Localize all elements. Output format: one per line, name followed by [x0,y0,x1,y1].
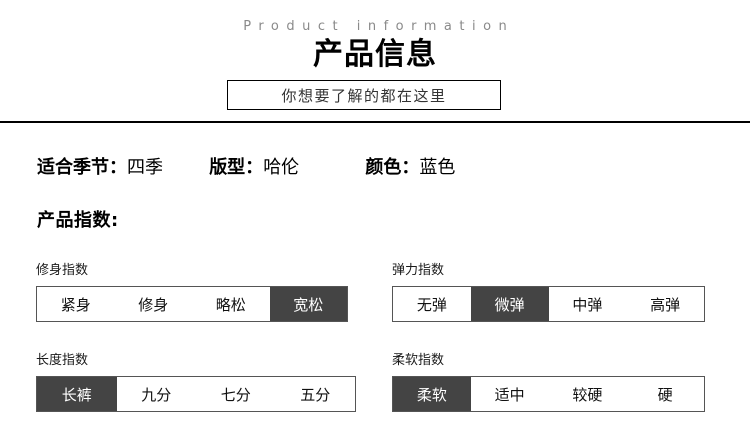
index-cell-elastic-1[interactable]: 微弹 [470,287,549,321]
spec-fitstyle: 版型：哈伦 [209,155,299,181]
index-cell-elastic-3[interactable]: 高弹 [626,287,704,321]
index-cell-elastic-2[interactable]: 中弹 [548,287,627,321]
spec-row: 适合季节：四季 版型：哈伦 颜色：蓝色 [37,155,717,181]
spec-color-value: 蓝色 [419,157,456,178]
index-cell-elastic-0[interactable]: 无弹 [393,287,471,321]
index-group-elastic: 弹力指数 无弹 微弹 中弹 高弹 [392,262,705,322]
spec-season: 适合季节：四季 [37,155,163,181]
spec-fitstyle-value: 哈伦 [263,157,300,178]
index-table-softness: 柔软 适中 较硬 硬 [392,376,705,412]
page-title: 产品信息 [313,37,437,72]
spec-season-label: 适合季节： [37,157,127,178]
index-cell-softness-2[interactable]: 较硬 [548,377,627,411]
index-cell-fit-0[interactable]: 紧身 [37,287,115,321]
spec-season-value: 四季 [127,157,163,178]
header-divider [0,121,750,123]
index-cell-fit-1[interactable]: 修身 [114,287,192,321]
page-header: Product information 产品信息 你想要了解的都在这里 [0,0,750,123]
index-cell-fit-3[interactable]: 宽松 [269,287,347,321]
index-label-softness: 柔软指数 [392,353,445,368]
spec-fitstyle-label: 版型： [209,157,264,178]
index-cell-length-2[interactable]: 七分 [196,377,276,411]
index-group-softness: 柔软指数 柔软 适中 较硬 硬 [392,352,705,412]
section-heading-product-index: 产品指数: [37,210,119,231]
index-cell-softness-0[interactable]: 柔软 [393,377,471,411]
spec-color: 颜色：蓝色 [365,155,455,181]
spec-color-label: 颜色： [365,157,420,178]
index-table-length: 长裤 九分 七分 五分 [36,376,356,412]
subtitle-text: 你想要了解的都在这里 [281,86,447,105]
subtitle-box: 你想要了解的都在这里 [227,80,501,110]
index-group-fit: 修身指数 紧身 修身 略松 宽松 [36,262,348,322]
index-label-elastic: 弹力指数 [392,263,445,278]
index-cell-length-0[interactable]: 长裤 [37,377,117,411]
index-cell-length-1[interactable]: 九分 [116,377,196,411]
index-group-length: 长度指数 长裤 九分 七分 五分 [36,352,356,412]
index-cell-softness-3[interactable]: 硬 [626,377,704,411]
index-table-fit: 紧身 修身 略松 宽松 [36,286,348,322]
index-cell-softness-1[interactable]: 适中 [470,377,549,411]
header-eyebrow: Product information [243,19,515,34]
index-table-elastic: 无弹 微弹 中弹 高弹 [392,286,705,322]
index-label-fit: 修身指数 [36,263,89,278]
index-cell-fit-2[interactable]: 略松 [192,287,270,321]
index-cell-length-3[interactable]: 五分 [275,377,355,411]
index-label-length: 长度指数 [36,353,89,368]
